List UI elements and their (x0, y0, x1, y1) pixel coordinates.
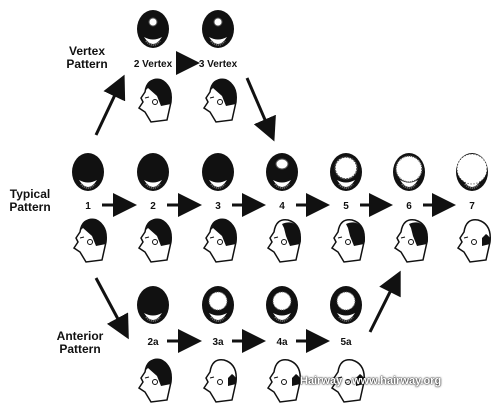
typical-stage-6-label: 6 (406, 201, 412, 212)
vertex-stage-2-top-view (202, 10, 234, 48)
anterior-stage-1-top-view (137, 286, 169, 324)
arrow-vertex-to-4 (245, 77, 276, 142)
typical-stage-7-side-view (456, 219, 491, 263)
arrow-anterior-to-6 (368, 270, 401, 333)
vertex-stage-1-label: 2 Vertex (134, 59, 173, 70)
typical-stage-7-top-view (456, 153, 488, 191)
anterior-stage-1-label: 2a (147, 337, 159, 348)
typical-stage-3-label: 3 (215, 201, 221, 212)
typical-label-line2: Pattern (9, 200, 51, 214)
typical-stage-1-label: 1 (85, 201, 91, 212)
typical-stage-4-side-view (266, 219, 301, 263)
typical-stage-2-label: 2 (150, 201, 156, 212)
typical-stage-3-side-view (202, 218, 237, 263)
anterior-label-line2: Pattern (59, 342, 101, 356)
vertex-stage-2-side-view (202, 78, 237, 123)
typical-pattern-label: Typical Pattern (0, 188, 60, 214)
anterior-stage-4-label: 5a (340, 337, 352, 348)
typical-stage-5-top-view (330, 153, 362, 191)
typical-stage-6-side-view (393, 219, 428, 263)
anterior-stage-3-side-view (266, 359, 301, 403)
anterior-stage-3-label: 4a (276, 337, 288, 348)
anterior-stage-2-label: 3a (212, 337, 224, 348)
anterior-stage-2-side-view (202, 359, 237, 403)
typical-stage-5-side-view (330, 219, 365, 263)
anterior-stage-1-side-view (137, 358, 172, 403)
vertex-stage-2-label: 3 Vertex (199, 59, 238, 70)
typical-stage-2-side-view (137, 218, 172, 263)
anterior-stage-4-top-view (330, 286, 362, 324)
anterior-pattern-label: Anterior Pattern (40, 330, 120, 356)
watermark: Hairway - www.hairway.org (300, 375, 442, 387)
vertex-label-line1: Vertex (68, 44, 106, 58)
anterior-stage-4-side-view (330, 359, 365, 403)
anterior-stage-2-top-view (202, 286, 234, 324)
arrow-to-vertex (94, 74, 126, 136)
vertex-pattern-label: Vertex Pattern (52, 45, 122, 71)
typical-stage-2-top-view (137, 153, 169, 191)
vertex-stage-1-top-view (137, 10, 169, 48)
typical-stage-3-top-view (202, 153, 234, 191)
typical-stage-1-top-view (72, 153, 104, 191)
pattern-branch-arrows (94, 74, 401, 340)
anterior-label-line1: Anterior (56, 329, 104, 343)
typical-stage-7-label: 7 (469, 201, 475, 212)
typical-stage-5-label: 5 (343, 201, 349, 212)
anterior-stage-3-top-view (266, 286, 298, 324)
typical-label-line1: Typical (9, 187, 51, 201)
arrow-to-anterior (94, 277, 129, 340)
typical-stage-4-label: 4 (279, 201, 285, 212)
typical-stage-4-top-view (266, 153, 298, 191)
typical-stage-1-side-view (72, 218, 107, 263)
typical-stage-6-top-view (393, 153, 425, 191)
vertex-label-line2: Pattern (66, 57, 108, 71)
vertex-stage-1-side-view (137, 78, 172, 123)
